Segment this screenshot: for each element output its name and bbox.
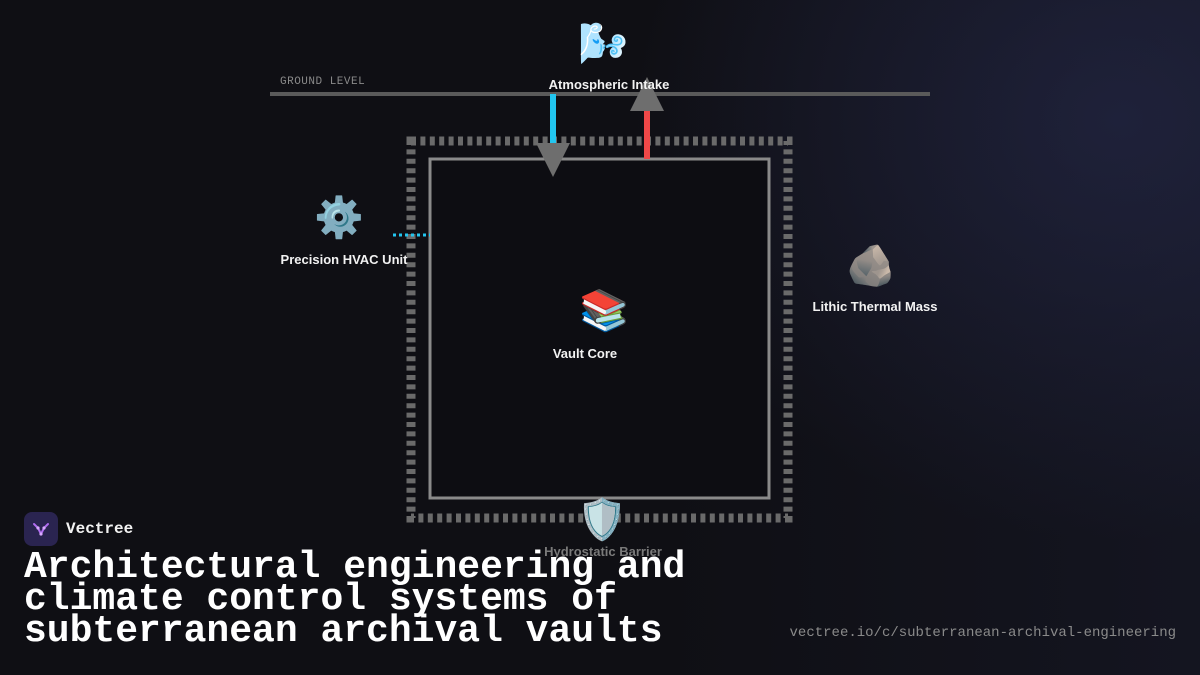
atmospheric-intake-label: Atmospheric Intake [548,77,670,92]
shield-icon: 🛡️ [577,497,627,543]
supply-air-arrowhead [536,143,570,177]
wind-face-icon: 🌬️ [578,21,628,67]
vault-core-wall [428,157,771,500]
source-url[interactable]: vectree.io/c/subterranean-archival-engin… [789,625,1176,641]
rock-icon: 🪨 [846,243,896,289]
exhaust-air-arrowhead [630,77,664,111]
vault-core-label: Vault Core [552,346,618,361]
brand-name: Vectree [66,520,134,538]
hydrostatic-barrier-label: Hydrostatic Barrier [544,544,662,559]
books-icon: 📚 [579,288,629,334]
lithic-thermal-mass-label: Lithic Thermal Mass [812,299,938,314]
hydrostatic-barrier-wall [406,136,793,523]
ground-level-label: GROUND LEVEL [280,76,366,88]
vectree-logo-icon [24,512,58,546]
page-title: Architectural engineering and climate co… [24,546,686,653]
precision-hvac-unit-label: Precision HVAC Unit [280,252,408,267]
brand[interactable]: Vectree [24,512,133,546]
gear-icon: ⚙️ [314,195,364,241]
